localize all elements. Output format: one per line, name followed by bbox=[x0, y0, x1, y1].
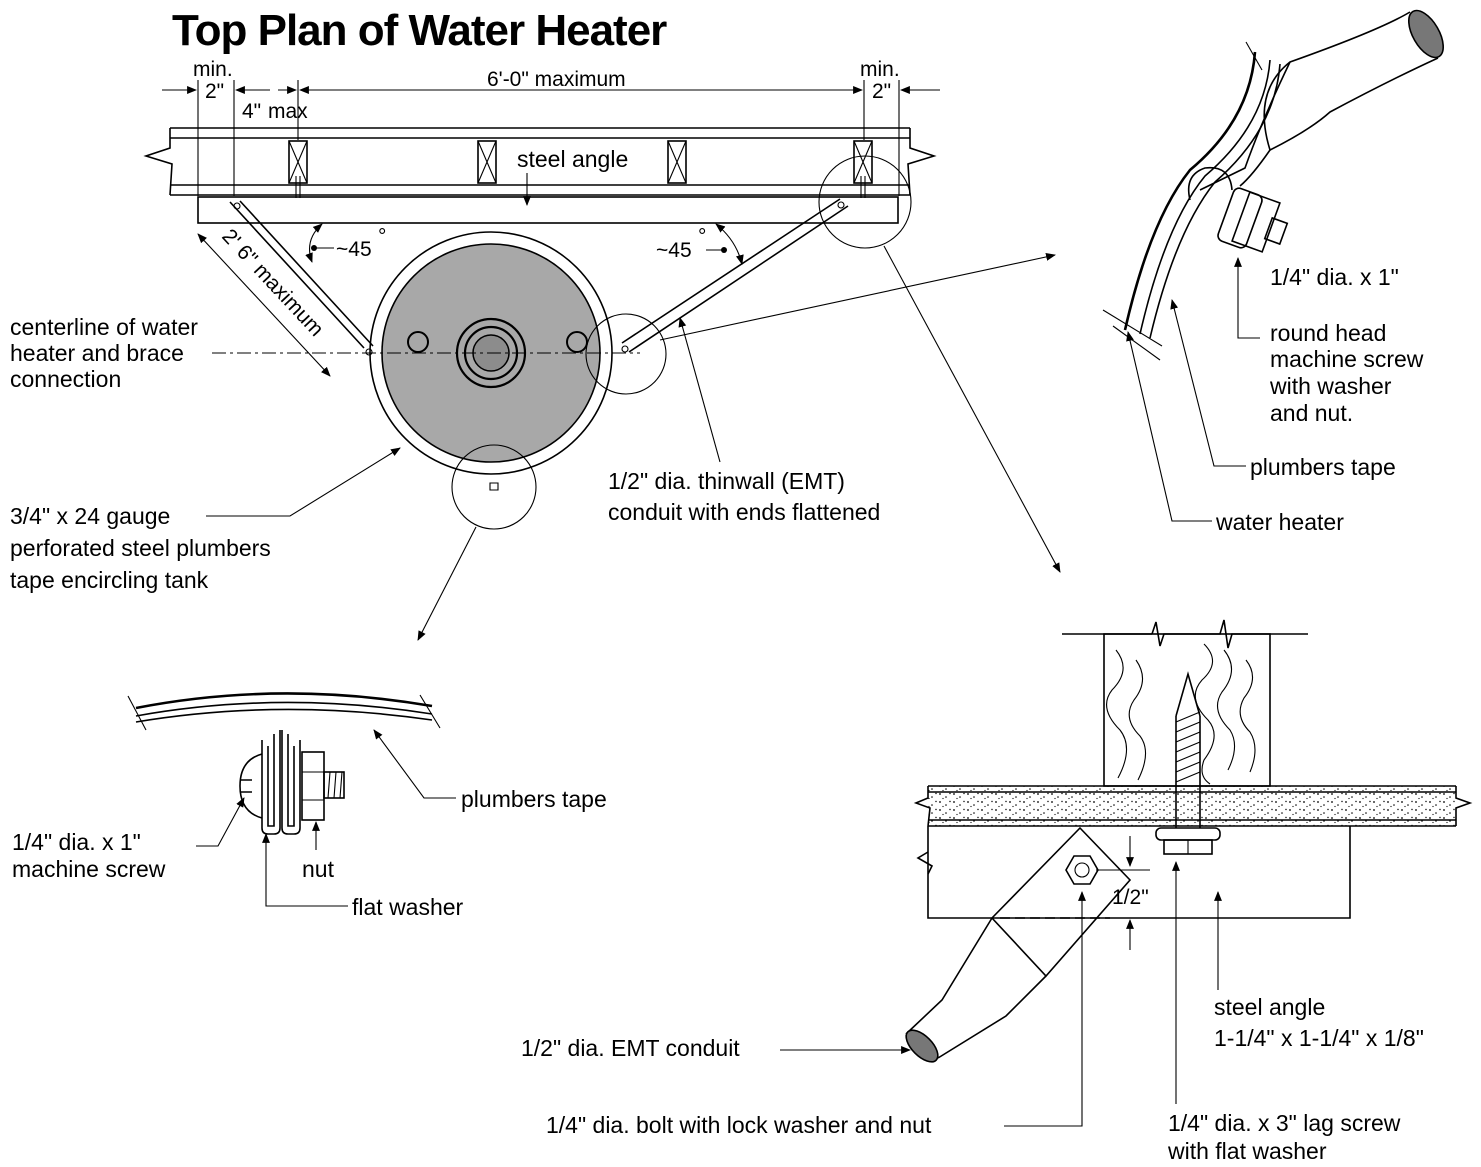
diagram-title: Top Plan of Water Heater bbox=[172, 6, 667, 55]
svg-text:heater and brace: heater and brace bbox=[10, 340, 184, 366]
svg-text:round head: round head bbox=[1270, 320, 1386, 346]
machine-screw-label: 1/4" dia. x 1" machine screw bbox=[12, 829, 166, 882]
bolt-label: 1/4" dia. bolt with lock washer and nut bbox=[546, 1112, 932, 1138]
steel-angle-label: steel angle bbox=[517, 146, 628, 172]
svg-text:1/4" dia. x 1": 1/4" dia. x 1" bbox=[12, 829, 141, 855]
stud bbox=[667, 140, 687, 184]
min-label-right: min. bbox=[860, 58, 900, 81]
wood-stud bbox=[1103, 633, 1271, 787]
lag-screw-label: 1/4" dia. x 3" lag screw with flat washe… bbox=[1167, 1110, 1401, 1164]
max-label: max bbox=[268, 100, 308, 123]
flat-washer-label: flat washer bbox=[352, 894, 464, 920]
detail-screw-label: 1/4" dia. x 1" round head machine screw … bbox=[1269, 264, 1424, 426]
svg-text:conduit with ends flattened: conduit with ends flattened bbox=[608, 499, 880, 525]
brace-length-label: 2' 6" maximum bbox=[217, 225, 328, 341]
two-inch-label-right: 2" bbox=[872, 80, 891, 103]
svg-text:and nut.: and nut. bbox=[1270, 400, 1353, 426]
water-heater-label: water heater bbox=[1215, 509, 1344, 535]
detail-tape-connection bbox=[127, 692, 456, 907]
svg-text:tape encircling tank: tape encircling tank bbox=[10, 567, 209, 593]
break-line-right bbox=[907, 128, 937, 196]
plumbers-tape-label-left: plumbers tape bbox=[461, 786, 607, 812]
stud bbox=[288, 140, 308, 184]
angle-label-left: ~45 bbox=[336, 238, 372, 261]
steel-angle-spec-label: steel angle 1-1/4" x 1-1/4" x 1/8" bbox=[1214, 994, 1424, 1051]
svg-text:centerline of water: centerline of water bbox=[10, 314, 198, 340]
svg-text:with flat washer: with flat washer bbox=[1167, 1138, 1327, 1164]
half-inch-label: 1/2" bbox=[1112, 886, 1149, 909]
tape-encircling-label: 3/4" x 24 gauge perforated steel plumber… bbox=[10, 447, 401, 593]
stud bbox=[477, 140, 497, 184]
detail-wall-connection: 1/2" bbox=[780, 619, 1473, 1127]
nut-label: nut bbox=[302, 856, 335, 882]
svg-text:steel angle: steel angle bbox=[1214, 994, 1325, 1020]
svg-text:1/4" dia. x 3" lag screw: 1/4" dia. x 3" lag screw bbox=[1168, 1110, 1401, 1136]
svg-text:with washer: with washer bbox=[1269, 373, 1392, 399]
detail-circle-brace bbox=[585, 313, 667, 395]
svg-text:1/2" dia. thinwall (EMT): 1/2" dia. thinwall (EMT) bbox=[608, 468, 845, 494]
svg-text:1-1/4" x 1-1/4" x 1/8": 1-1/4" x 1-1/4" x 1/8" bbox=[1214, 1025, 1424, 1051]
plumbers-tape-label-right: plumbers tape bbox=[1250, 454, 1396, 480]
detail-circle-wall bbox=[818, 155, 912, 249]
svg-text:3/4" x 24 gauge: 3/4" x 24 gauge bbox=[10, 503, 170, 529]
brace-left bbox=[229, 200, 374, 356]
detail-screw-connection bbox=[1102, 9, 1444, 522]
two-inch-label-left: 2" bbox=[205, 80, 224, 103]
detail-circle-tape bbox=[451, 444, 537, 530]
four-inch-label: 4" bbox=[242, 100, 261, 123]
break-line-left bbox=[143, 128, 173, 196]
steel-angle bbox=[197, 196, 899, 224]
svg-text:1/4" dia. x 1": 1/4" dia. x 1" bbox=[1270, 264, 1399, 290]
svg-text:machine screw: machine screw bbox=[1270, 346, 1424, 372]
angle-label-right: ~45 bbox=[656, 239, 692, 262]
svg-text:connection: connection bbox=[10, 366, 121, 392]
emt-conduit-label: 1/2" dia. EMT conduit bbox=[521, 1035, 740, 1061]
min-label-left: min. bbox=[193, 58, 233, 81]
svg-text:perforated steel plumbers: perforated steel plumbers bbox=[10, 535, 271, 561]
centerline-label: centerline of water heater and brace con… bbox=[10, 314, 198, 392]
brace-right bbox=[621, 198, 849, 353]
conduit-label: 1/2" dia. thinwall (EMT) conduit with en… bbox=[608, 317, 880, 525]
svg-text:°: ° bbox=[698, 225, 706, 248]
svg-text:°: ° bbox=[378, 225, 386, 248]
top-plan: min. 2" 4" max 6'-0" maximum min. 2" ste… bbox=[143, 58, 1061, 641]
six-foot-max-label: 6'-0" maximum bbox=[487, 68, 626, 91]
svg-text:machine screw: machine screw bbox=[12, 856, 166, 882]
stud bbox=[853, 140, 873, 184]
